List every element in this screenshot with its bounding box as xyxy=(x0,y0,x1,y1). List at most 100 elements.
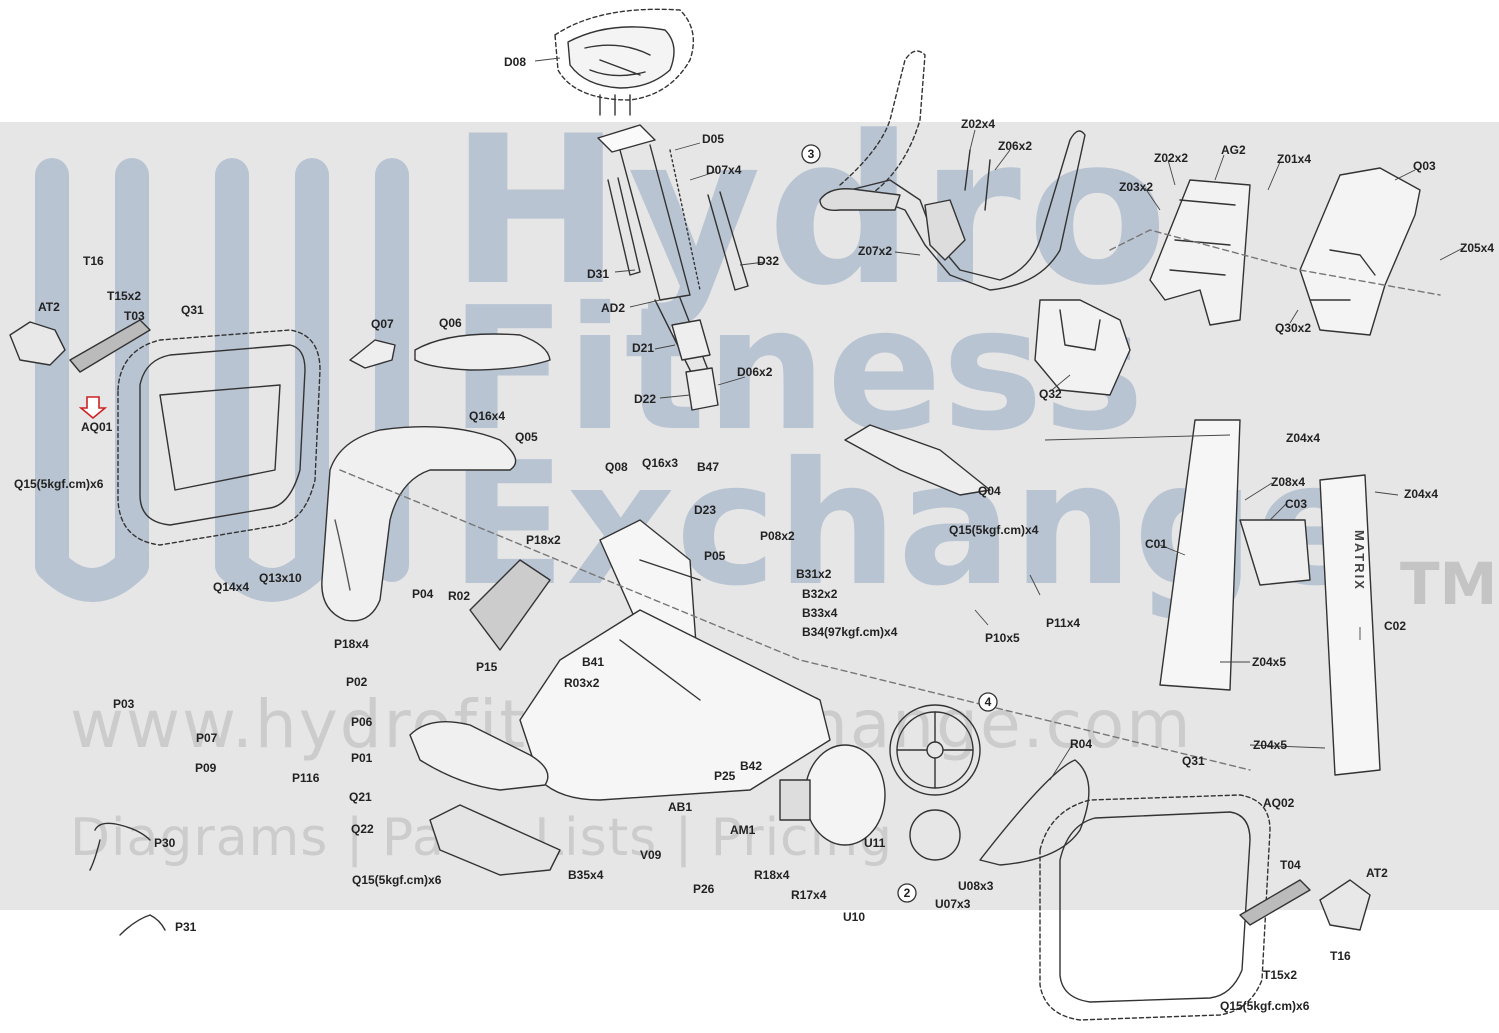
callout-circle-4 xyxy=(978,692,998,712)
part-label-Q15-mid: Q15(5kgf.cm)x4 xyxy=(949,523,1039,537)
part-label-U07x3: U07x3 xyxy=(935,897,971,911)
part-label-Z04x5-b: Z04x5 xyxy=(1253,738,1288,752)
part-label-P03: P03 xyxy=(113,697,135,711)
base-cover-part xyxy=(429,804,561,876)
part-label-Q05: Q05 xyxy=(515,430,538,444)
callout-circle-2 xyxy=(897,883,917,903)
part-label-Q16x4: Q16x4 xyxy=(469,409,506,423)
part-label-P01: P01 xyxy=(351,751,373,765)
part-label-B47: B47 xyxy=(697,460,720,474)
part-label-T04: T04 xyxy=(1280,858,1301,872)
part-label-Q31-left: Q31 xyxy=(181,303,204,317)
cover-q07-part xyxy=(349,339,396,369)
cover-q04-part xyxy=(844,424,991,496)
seat-post-part xyxy=(597,124,749,411)
part-label-AM1: AM1 xyxy=(730,823,756,837)
part-label-P08x2: P08x2 xyxy=(760,529,795,543)
part-label-D22: D22 xyxy=(634,392,657,406)
part-label-T15x2-left: T15x2 xyxy=(107,289,142,303)
matrix-brand: MATRIX xyxy=(1352,530,1367,591)
part-label-Q13x10: Q13x10 xyxy=(259,571,302,585)
watermark-tm: TM xyxy=(1400,550,1498,618)
part-label-Z01x4: Z01x4 xyxy=(1277,152,1312,166)
part-label-P116: P116 xyxy=(292,771,320,785)
part-label-AT2-left: AT2 xyxy=(38,300,60,314)
part-label-Q04: Q04 xyxy=(978,484,1001,498)
cover-q32-part xyxy=(1034,299,1131,396)
belt-part xyxy=(979,759,1090,866)
part-label-P06: P06 xyxy=(351,715,373,729)
part-label-P07: P07 xyxy=(196,731,218,745)
cable-p30-part xyxy=(89,822,151,871)
part-label-R17x4: R17x4 xyxy=(791,888,827,902)
left-pedal-part xyxy=(9,319,151,373)
cable-p31-part xyxy=(119,914,166,936)
part-label-T16-left: T16 xyxy=(83,254,104,268)
part-label-AQ01: AQ01 xyxy=(81,420,113,434)
column-c02-part xyxy=(1319,474,1381,776)
part-label-P18x2: P18x2 xyxy=(526,533,561,547)
right-side-frame-part xyxy=(1039,794,1271,1021)
part-label-Z04x4-a: Z04x4 xyxy=(1286,431,1321,445)
part-label-Z02x4: Z02x4 xyxy=(961,117,996,131)
part-label-P31: P31 xyxy=(175,920,197,934)
part-label-D21: D21 xyxy=(632,341,655,355)
part-label-Q22: Q22 xyxy=(351,822,374,836)
right-pedal-part xyxy=(1239,879,1311,926)
part-label-B31x2: B31x2 xyxy=(796,567,832,581)
part-label-D06x2: D06x2 xyxy=(737,365,773,379)
main-frame-part xyxy=(519,519,831,801)
part-label-B33x4: B33x4 xyxy=(802,606,838,620)
part-label-P04: P04 xyxy=(412,587,434,601)
part-label-AB1: AB1 xyxy=(668,800,693,814)
part-label-Q15-bottom: Q15(5kgf.cm)x6 xyxy=(352,873,442,887)
red-arrow-icon xyxy=(78,396,108,420)
part-label-R03x2: R03x2 xyxy=(564,676,600,690)
cover-q06-part xyxy=(414,333,551,371)
part-label-Z05x4: Z05x4 xyxy=(1460,241,1495,255)
part-label-Q03: Q03 xyxy=(1413,159,1436,173)
part-label-Q32: Q32 xyxy=(1039,387,1062,401)
part-label-Q16x3: Q16x3 xyxy=(642,456,679,470)
part-label-P15: P15 xyxy=(476,660,498,674)
part-label-D31: D31 xyxy=(587,267,610,281)
part-label-C02: C02 xyxy=(1384,619,1407,633)
part-label-AG2: AG2 xyxy=(1221,143,1246,157)
cover-q03-part xyxy=(1299,167,1421,336)
part-label-C03: C03 xyxy=(1285,497,1308,511)
part-label-T15x2-right: T15x2 xyxy=(1263,968,1298,982)
part-label-U08x3: U08x3 xyxy=(958,879,994,893)
part-label-Z07x2: Z07x2 xyxy=(858,244,893,258)
part-label-Z06x2: Z06x2 xyxy=(998,139,1033,153)
part-label-D07x4: D07x4 xyxy=(706,163,742,177)
left-side-frame-part xyxy=(117,329,321,546)
front-cover-part xyxy=(321,425,517,622)
front-bumper-part xyxy=(409,720,549,791)
part-label-R02: R02 xyxy=(448,589,471,603)
handlebar-part xyxy=(819,50,1086,291)
part-label-Q15-left: Q15(5kgf.cm)x6 xyxy=(14,477,104,491)
part-label-P18x4: P18x4 xyxy=(334,637,369,651)
part-label-D05: D05 xyxy=(702,132,725,146)
pulley-part xyxy=(909,809,961,861)
callout-circle-3 xyxy=(801,144,821,164)
part-label-Z03x2: Z03x2 xyxy=(1119,180,1154,194)
part-label-Q07: Q07 xyxy=(371,317,394,331)
part-label-U11: U11 xyxy=(864,836,886,850)
part-label-B42: B42 xyxy=(740,759,763,773)
part-label-B34: B34(97kgf.cm)x4 xyxy=(802,625,898,639)
part-label-Z02x2: Z02x2 xyxy=(1154,151,1189,165)
part-label-P25: P25 xyxy=(714,769,736,783)
assembly-guide-line-2 xyxy=(1109,229,1441,296)
part-label-B32x2: B32x2 xyxy=(802,587,838,601)
part-label-Q06: Q06 xyxy=(439,316,462,330)
part-label-Q14x4: Q14x4 xyxy=(213,580,250,594)
part-label-T16-right: T16 xyxy=(1330,949,1351,963)
part-label-B35x4: B35x4 xyxy=(568,868,604,882)
drum-part xyxy=(779,744,886,846)
part-label-Q31-right: Q31 xyxy=(1182,754,1205,768)
part-label-Z08x4: Z08x4 xyxy=(1271,475,1306,489)
part-label-AT2-right: AT2 xyxy=(1366,866,1388,880)
part-label-T03: T03 xyxy=(124,309,145,323)
